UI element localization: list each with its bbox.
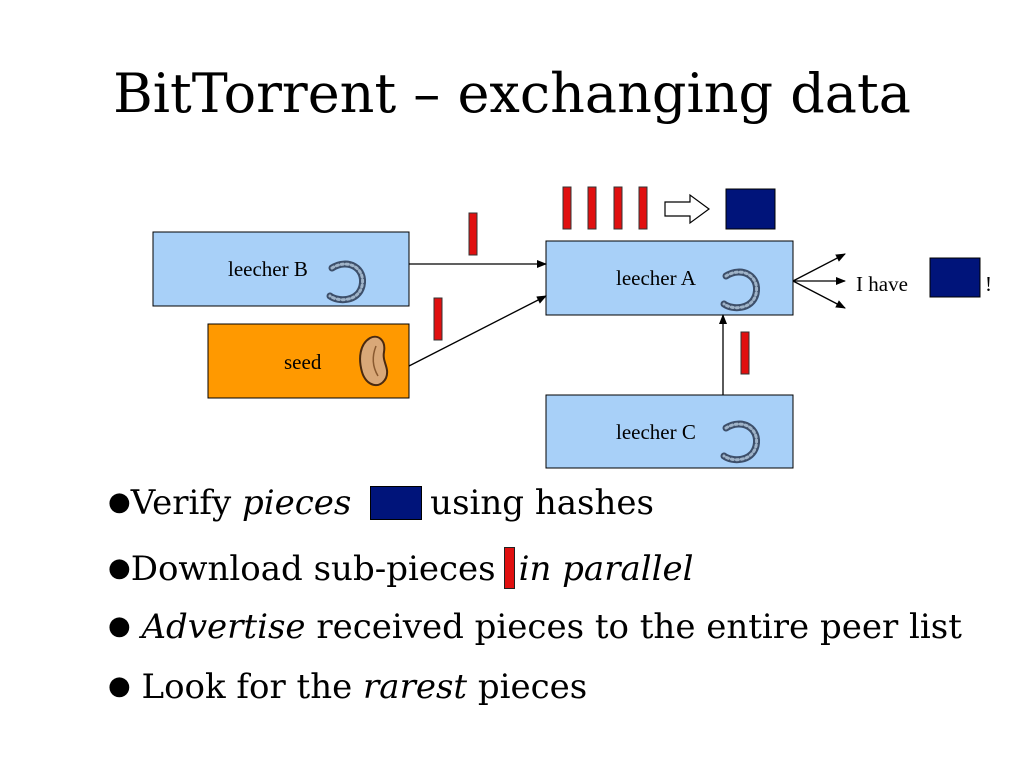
sub-piece — [587, 186, 597, 230]
sub-piece — [740, 331, 750, 375]
bullet-text: Look for the — [141, 667, 353, 707]
bullet-dot: ● — [108, 553, 131, 583]
sub-piece — [613, 186, 623, 230]
bullet-text: received pieces to the entire peer list — [316, 607, 962, 647]
sub-piece — [433, 297, 443, 341]
broadcast-arrow — [792, 253, 846, 282]
bullet-text: using hashes — [430, 483, 654, 523]
bullet-item: ●Verify pieces using hashes — [108, 486, 654, 522]
bullet-emphasis: rarest — [363, 667, 468, 707]
bullet-emphasis: in parallel — [518, 549, 694, 589]
leecher-a-label: leecher A — [616, 266, 697, 290]
worm-icon — [326, 260, 367, 304]
block-arrow-icon — [664, 193, 711, 225]
broadcast-arrow — [792, 280, 846, 309]
piece-square — [370, 486, 423, 520]
leecher-a-node: leecher A — [545, 240, 794, 316]
bean-icon — [359, 335, 389, 387]
piece-square — [725, 188, 776, 230]
bullet-dot: ● — [108, 611, 131, 641]
bullet-dot: ● — [108, 487, 131, 517]
sub-piece — [468, 212, 478, 256]
have-message-exclamation: ! — [985, 272, 992, 296]
bullet-text: Download sub-pieces — [130, 549, 496, 589]
bullet-text: pieces — [477, 667, 588, 707]
bullet-emphasis: Advertise — [141, 607, 306, 647]
sub-piece — [503, 547, 515, 589]
seed-label: seed — [284, 350, 322, 374]
bullet-item: ●Download sub-pieces in parallel — [108, 547, 694, 592]
bullet-item: ● Advertise received pieces to the entir… — [108, 610, 962, 644]
have-message-text: I have — [856, 272, 908, 296]
bullet-item: ● Look for the rarest pieces — [108, 670, 587, 704]
leecher-b-label: leecher B — [228, 257, 308, 281]
sub-piece — [638, 186, 648, 230]
arrow-seed-to-a — [408, 295, 547, 367]
slide-title: BitTorrent – exchanging data — [113, 62, 911, 125]
worm-icon — [720, 420, 761, 464]
sub-piece — [562, 186, 572, 230]
seed-node: seed — [207, 323, 410, 399]
bullet-emphasis: pieces — [241, 483, 352, 523]
worm-icon — [720, 268, 761, 312]
piece-square — [929, 257, 981, 298]
bullet-dot: ● — [108, 671, 131, 701]
leecher-c-node: leecher C — [545, 394, 794, 469]
leecher-b-node: leecher B — [152, 231, 410, 307]
bullet-text: Verify — [130, 483, 232, 523]
leecher-c-label: leecher C — [616, 420, 696, 444]
